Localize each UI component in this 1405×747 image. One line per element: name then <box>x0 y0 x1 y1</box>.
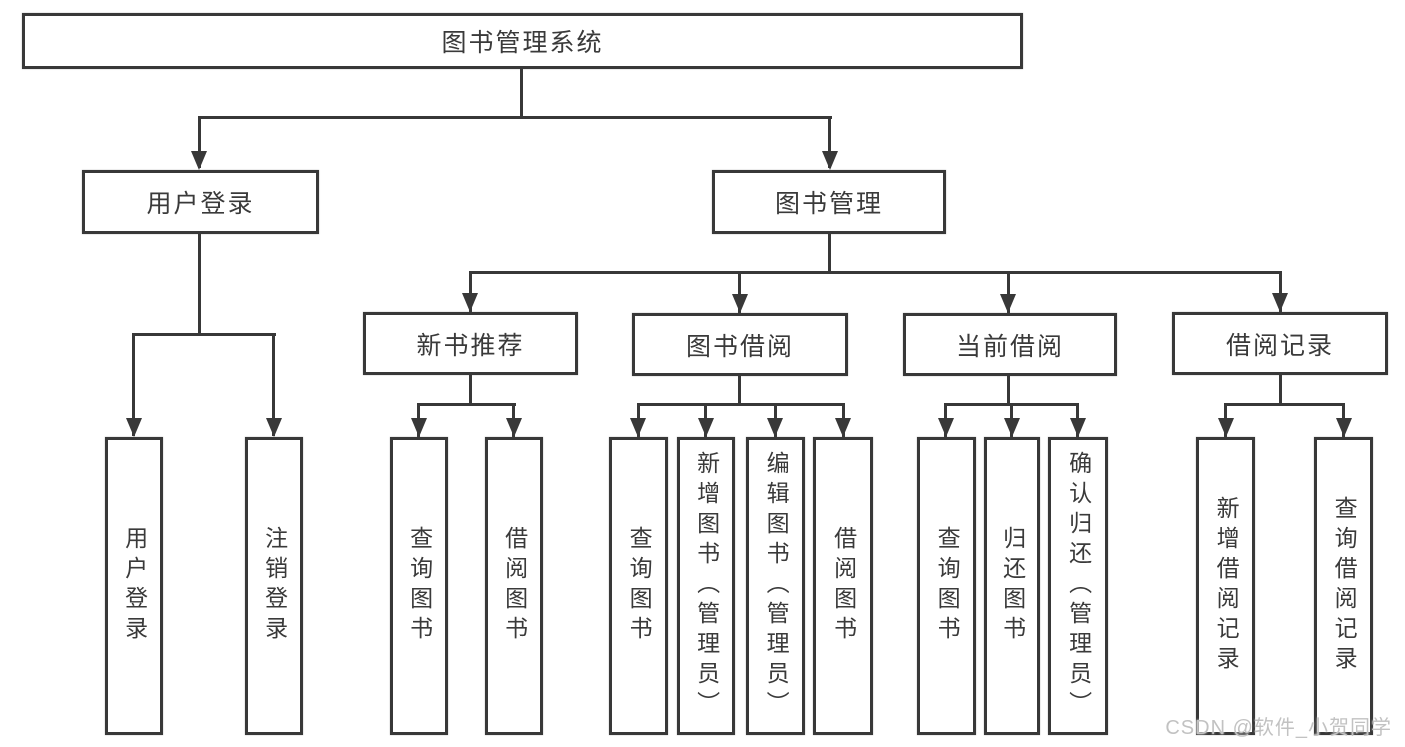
node-edit-book-admin: 编辑图书（管理员） <box>746 437 805 735</box>
node-return-book: 归还图书 <box>984 437 1040 735</box>
connector-line <box>1007 376 1010 406</box>
node-book-borrowing: 图书借阅 <box>632 313 848 376</box>
connector-line <box>469 374 472 406</box>
connector-line <box>1007 271 1010 313</box>
node-book-management: 图书管理 <box>712 170 946 234</box>
node-new-book-recommendation: 新书推荐 <box>363 312 578 375</box>
arrow-down-icon <box>506 418 522 437</box>
node-borrowing-records: 借阅记录 <box>1172 312 1388 375</box>
arrow-down-icon <box>1272 293 1288 312</box>
arrow-down-icon <box>1336 418 1352 437</box>
node-current-borrowing: 当前借阅 <box>903 313 1117 376</box>
arrow-down-icon <box>938 418 954 437</box>
connector-line <box>1279 374 1282 406</box>
connector-line <box>738 376 741 406</box>
connector-line <box>738 271 741 313</box>
csdn-watermark: CSDN @软件_小贺同学 <box>1165 717 1392 739</box>
arrow-down-icon <box>266 418 282 437</box>
arrow-down-icon <box>630 418 646 437</box>
node-confirm-return-admin: 确认归还（管理员） <box>1048 437 1108 735</box>
arrow-down-icon <box>835 418 851 437</box>
node-add-book-admin: 新增图书（管理员） <box>677 437 735 735</box>
node-query-borrow-record: 查询借阅记录 <box>1314 437 1373 735</box>
connector-line <box>828 116 831 168</box>
connector-line <box>637 403 845 406</box>
connector-line <box>198 116 201 168</box>
connector-line <box>272 333 275 436</box>
node-user-login: 用户登录 <box>82 170 319 234</box>
arrow-down-icon <box>126 418 142 437</box>
arrow-down-icon <box>822 151 838 170</box>
arrow-down-icon <box>698 418 714 437</box>
arrow-down-icon <box>1000 294 1016 313</box>
arrow-down-icon <box>1070 418 1086 437</box>
connector-line <box>469 271 1282 274</box>
arrow-down-icon <box>732 294 748 313</box>
connector-line <box>1279 271 1282 312</box>
node-query-books-current: 查询图书 <box>917 437 976 735</box>
arrow-down-icon <box>1004 418 1020 437</box>
node-borrow-books-borrowing: 借阅图书 <box>813 437 873 735</box>
connector-line <box>198 233 201 336</box>
node-library-management-system: 图书管理系统 <box>22 13 1023 69</box>
node-borrow-books-recommend: 借阅图书 <box>485 437 543 735</box>
arrow-down-icon <box>1218 418 1234 437</box>
connector-line <box>132 333 135 436</box>
connector-line <box>1224 403 1345 406</box>
arrow-down-icon <box>462 293 478 312</box>
connector-line <box>133 333 276 336</box>
connector-line <box>520 67 523 118</box>
connector-line <box>469 271 472 312</box>
connector-line <box>417 403 516 406</box>
connector-line <box>828 234 831 274</box>
arrow-down-icon <box>191 151 207 170</box>
arrow-down-icon <box>411 418 427 437</box>
node-query-books-recommend: 查询图书 <box>390 437 448 735</box>
node-add-borrow-record: 新增借阅记录 <box>1196 437 1255 735</box>
connector-line <box>198 116 832 119</box>
node-logout: 注销登录 <box>245 437 303 735</box>
arrow-down-icon <box>767 418 783 437</box>
node-user-login-leaf: 用户登录 <box>105 437 163 735</box>
node-query-books-borrowing: 查询图书 <box>609 437 668 735</box>
